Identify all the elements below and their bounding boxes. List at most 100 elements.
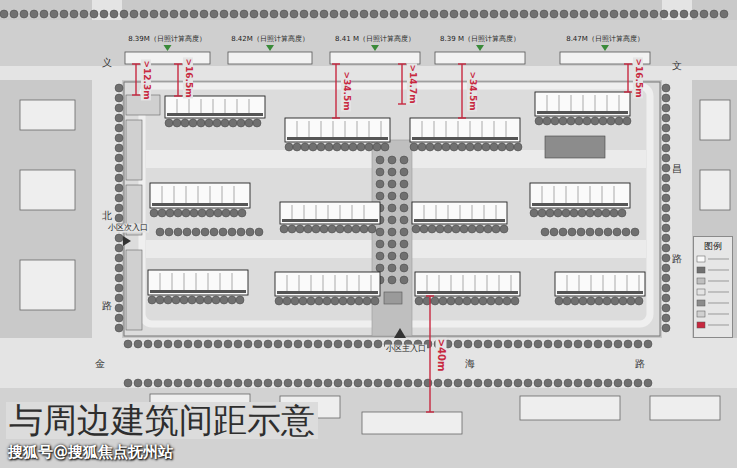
tree xyxy=(563,297,571,305)
tree xyxy=(560,10,568,18)
tree xyxy=(622,228,630,236)
tree xyxy=(230,10,238,18)
unit-divider xyxy=(335,275,336,293)
tree xyxy=(228,228,236,236)
unit-divider xyxy=(364,205,365,221)
tree xyxy=(623,117,631,125)
tree xyxy=(482,143,490,151)
tree xyxy=(347,297,355,305)
dimension-line xyxy=(177,64,178,96)
tree xyxy=(543,117,551,125)
unit-divider xyxy=(321,121,322,139)
dimension-tick xyxy=(174,95,182,96)
residential-building xyxy=(275,272,380,296)
tree xyxy=(388,240,396,248)
tree xyxy=(156,228,164,236)
tree xyxy=(662,114,670,122)
unit-divider xyxy=(554,186,555,205)
tree xyxy=(324,340,332,348)
unit-divider xyxy=(347,275,348,293)
tree xyxy=(236,296,244,304)
tree xyxy=(614,379,622,387)
tree xyxy=(70,10,78,18)
tree xyxy=(388,180,396,188)
tree xyxy=(603,297,611,305)
residential-building xyxy=(285,118,390,142)
tree xyxy=(540,10,548,18)
tree xyxy=(294,340,302,348)
tree xyxy=(190,209,198,217)
tree xyxy=(192,228,200,236)
tree xyxy=(237,119,245,127)
neighbour-block xyxy=(0,388,737,468)
tree xyxy=(184,340,192,348)
road-name: 文 xyxy=(672,60,682,71)
unit-divider xyxy=(297,121,298,139)
tree xyxy=(400,264,408,272)
unit-divider xyxy=(446,121,447,139)
tree xyxy=(244,340,252,348)
tree xyxy=(662,144,670,152)
unit-divider xyxy=(567,275,568,293)
tree xyxy=(662,124,670,132)
tree xyxy=(650,10,658,18)
legend-line xyxy=(708,281,729,282)
unit-divider xyxy=(222,186,223,205)
legend-panel xyxy=(693,236,733,338)
dimension: >12.3m xyxy=(141,59,151,100)
tree xyxy=(490,10,498,18)
neighbour-building-group xyxy=(20,100,730,434)
unit-divider xyxy=(359,275,360,293)
tree xyxy=(299,297,307,305)
dimension-line xyxy=(429,296,430,412)
tree xyxy=(30,10,38,18)
tree xyxy=(424,379,432,387)
tree xyxy=(352,225,360,233)
unit-divider xyxy=(615,275,616,293)
tree xyxy=(554,209,562,217)
tree xyxy=(115,254,123,262)
unit-divider xyxy=(196,273,197,292)
tree xyxy=(115,274,123,282)
tree xyxy=(550,10,558,18)
tree xyxy=(574,340,582,348)
tree xyxy=(334,379,342,387)
neighbour-building xyxy=(20,170,75,210)
tree xyxy=(154,340,162,348)
tree xyxy=(400,10,408,18)
tree xyxy=(165,228,173,236)
unit-divider xyxy=(448,205,449,221)
tree xyxy=(420,225,428,233)
tree xyxy=(662,204,670,212)
road-name: 海 xyxy=(465,358,475,369)
tree xyxy=(164,379,172,387)
tree xyxy=(635,297,643,305)
tree xyxy=(418,143,426,151)
unit-divider xyxy=(213,99,214,115)
unit-divider xyxy=(547,95,548,113)
unit-divider xyxy=(304,205,305,221)
residential-building xyxy=(555,272,645,296)
unit-divider xyxy=(470,121,471,139)
road-name: 义 xyxy=(102,57,112,68)
dimension-line xyxy=(135,64,136,95)
tree xyxy=(115,214,123,222)
legend-line xyxy=(708,259,729,260)
tree xyxy=(400,276,408,284)
unit-divider xyxy=(472,205,473,221)
legend-line xyxy=(708,270,729,271)
legend-sample xyxy=(697,289,705,295)
tree xyxy=(586,209,594,217)
tree xyxy=(90,10,98,18)
unit-divider xyxy=(220,273,221,292)
tree xyxy=(328,225,336,233)
unit-divider xyxy=(603,275,604,293)
tree xyxy=(447,297,455,305)
unit-divider xyxy=(484,205,485,221)
tree xyxy=(288,225,296,233)
unit-divider xyxy=(225,99,226,115)
unit-divider xyxy=(323,275,324,293)
unit-divider xyxy=(427,275,428,293)
unit-divider xyxy=(559,95,560,113)
tree xyxy=(196,296,204,304)
